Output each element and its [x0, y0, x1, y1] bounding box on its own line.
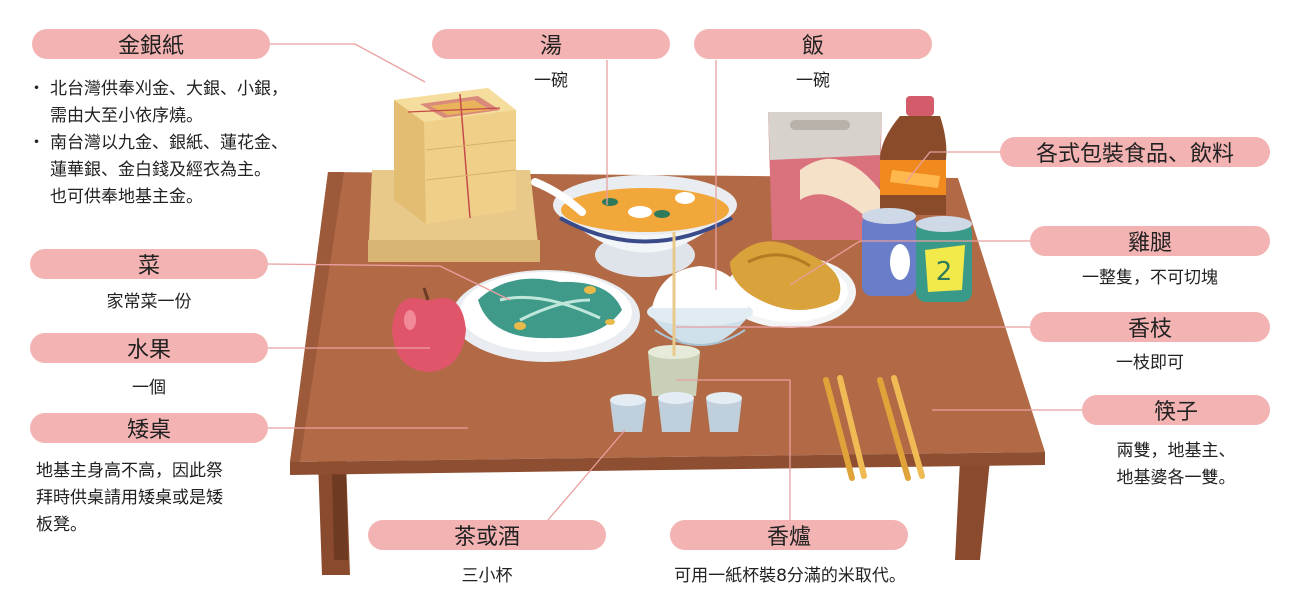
fruit-desc: 一個: [132, 378, 166, 398]
svg-text:2: 2: [936, 257, 953, 287]
soup-desc: 一碗: [534, 71, 568, 91]
label-incense-burner: 香爐: [670, 520, 908, 550]
label-chopsticks: 筷子: [1082, 395, 1270, 425]
label-vegetable: 菜: [30, 249, 268, 279]
apple: [392, 287, 466, 372]
table-legs: [318, 460, 990, 575]
chopsticks: [823, 375, 925, 481]
incense-desc: 一枝即可: [1116, 353, 1184, 373]
chicken-desc: 一整隻，不可切塊: [1082, 268, 1218, 288]
vegetable-desc: 家常菜一份: [106, 292, 192, 312]
drink-cans: 2: [862, 208, 972, 302]
label-table: 矮桌: [30, 413, 268, 443]
label-incense: 香枝: [1030, 312, 1270, 342]
label-gold-paper: 金銀紙: [32, 29, 270, 59]
rice-desc: 一碗: [796, 71, 830, 91]
leader-lines: [267, 43, 1082, 521]
packaged-snack-bag: [768, 112, 882, 240]
soup-bowl: [531, 175, 737, 277]
chicken-plate: [724, 241, 856, 328]
gold-paper-note-north: 北台灣供奉刈金、大銀、小銀， 需由大至小依序燒。: [28, 76, 288, 130]
label-packaged-food: 各式包裝食品、飲料: [1000, 137, 1270, 167]
label-tea-or-wine: 茶或酒: [368, 520, 606, 550]
vegetable-plate: [452, 270, 640, 362]
tea-desc: 三小杯: [461, 566, 513, 586]
label-chicken: 雞腿: [1030, 226, 1270, 256]
chopsticks-desc: 兩雙，地基主、 地基婆各一雙。: [1116, 441, 1236, 488]
label-rice: 飯: [694, 29, 932, 59]
table-desc: 地基主身高不高，因此祭 拜時供桌請用矮桌或是矮 板凳。: [36, 461, 223, 535]
gold-paper-desc: 北台灣供奉刈金、大銀、小銀， 需由大至小依序燒。 南台灣以九金、銀紙、蓮花金、 …: [28, 76, 288, 211]
tea-cups: [610, 392, 742, 432]
label-fruit: 水果: [30, 333, 268, 363]
gold-paper-stack: [368, 88, 540, 262]
drink-bottle: [880, 96, 947, 215]
label-soup: 湯: [432, 29, 670, 59]
incense-burner-cup: [648, 232, 700, 396]
gold-paper-note-south: 南台灣以九金、銀紙、蓮花金、 蓮華銀、金白錢及經衣為主。 也可供奉地基主金。: [28, 130, 288, 211]
burner-desc: 可用一紙杯裝8分滿的米取代。: [674, 566, 906, 586]
